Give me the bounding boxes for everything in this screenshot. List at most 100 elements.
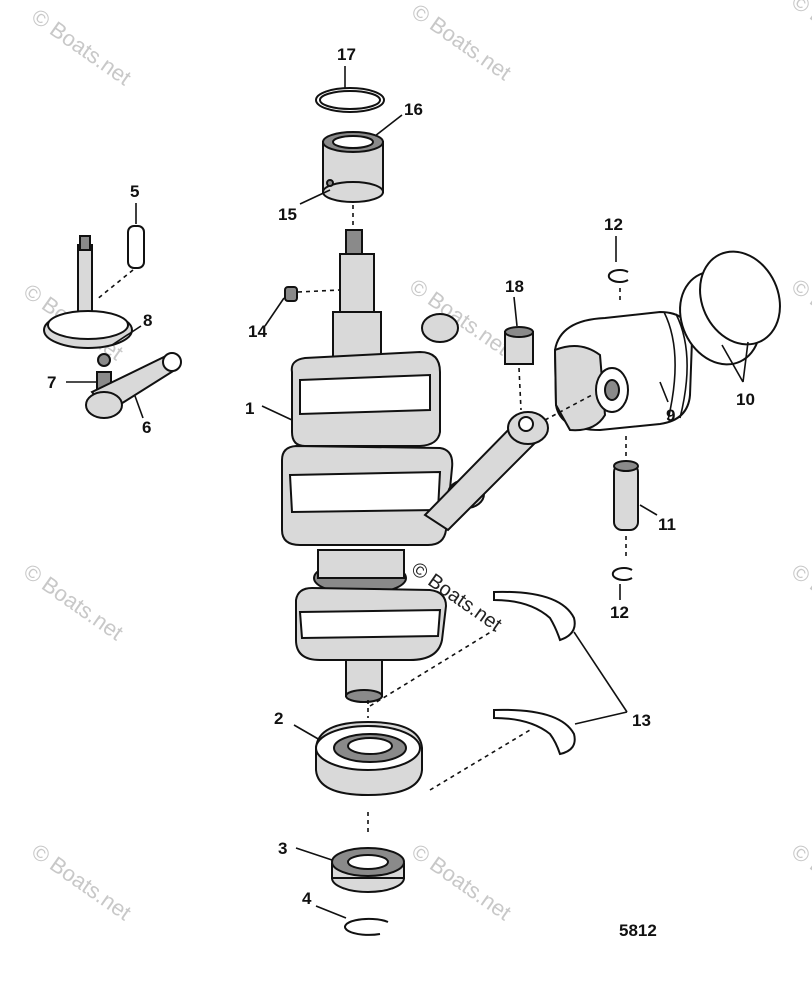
callout-13[interactable]: 13	[632, 711, 651, 730]
thrust-washer-upper-part	[493, 590, 576, 642]
sleeve-bottom-part	[322, 181, 384, 203]
o-ring-inner-part	[319, 90, 381, 110]
watermark: © Boats.net	[787, 274, 812, 361]
watermark: © Boats.net	[787, 0, 812, 75]
inset-rod-big-end-part	[85, 391, 123, 419]
leader-line	[264, 297, 285, 327]
shaft-lower-end-part	[345, 689, 383, 703]
leader-line	[315, 905, 347, 919]
leader-lines	[66, 66, 749, 919]
callout-8[interactable]: 8	[143, 311, 152, 330]
callout-14[interactable]: 14	[248, 322, 267, 341]
bearing-lower-band-part	[317, 549, 405, 579]
callout-2[interactable]: 2	[274, 709, 283, 728]
leader-line	[261, 405, 293, 421]
seal-bore-part	[347, 854, 389, 870]
crankshaft-part	[281, 229, 485, 703]
watermark: © Boats.net	[27, 4, 136, 91]
callout-7[interactable]: 7	[47, 373, 56, 392]
callout-5[interactable]: 5	[130, 182, 139, 201]
retaining-clips-part	[607, 269, 633, 581]
leader-line	[299, 189, 331, 205]
shaft-tip-part	[345, 229, 363, 255]
ball-bearing-part	[315, 700, 423, 832]
retaining-clip-upper-part	[607, 269, 629, 283]
sleeve-hole-part	[326, 179, 334, 187]
snap-ring-part	[344, 917, 389, 936]
piston-rings-part	[679, 250, 781, 366]
leader-line	[574, 711, 628, 725]
crank-web-lower-face-part	[298, 608, 442, 640]
callout-17[interactable]: 17	[337, 45, 356, 64]
shaft-upper-part	[339, 253, 375, 315]
watermark: © Boats.net	[787, 839, 812, 926]
watermark: © Boats.net	[405, 274, 514, 361]
callout-15[interactable]: 15	[278, 205, 297, 224]
thrust-washers-part	[369, 590, 576, 791]
axis-dashed	[518, 367, 522, 411]
inset-shaft-tip-part	[79, 235, 91, 251]
axis-dashed	[429, 729, 531, 791]
top-bearing-stack	[315, 87, 385, 228]
watermark: © Boats.net	[407, 839, 516, 926]
callout-10[interactable]: 10	[736, 390, 755, 409]
axis-dashed	[369, 629, 495, 707]
callout-16[interactable]: 16	[404, 100, 423, 119]
seal-part	[331, 847, 405, 893]
callout-3[interactable]: 3	[278, 839, 287, 858]
piston-pin-hole-part	[604, 379, 620, 401]
crankpin-upper-part	[421, 313, 459, 343]
piston-ring-part	[699, 250, 781, 346]
watermark: © Boats.net	[27, 839, 136, 926]
watermark: © Boats.net	[407, 0, 516, 85]
connecting-rod-part	[423, 411, 549, 532]
leader-line	[513, 296, 518, 327]
piston-ring-groove	[675, 313, 688, 419]
watermark: © Boats.net	[787, 559, 812, 646]
leader-line	[742, 341, 749, 383]
leader-line	[721, 344, 744, 383]
leader-line	[134, 395, 144, 419]
piston-pin-part	[613, 436, 639, 560]
bearing-inner-part	[347, 737, 393, 755]
callout-1[interactable]: 1	[245, 399, 254, 418]
sleeve-bore-part	[332, 135, 374, 149]
crank-web-middle-face-part	[288, 470, 442, 514]
leader-line	[374, 114, 403, 137]
retaining-clip-lower-part	[611, 567, 633, 581]
piston-ring-groove	[663, 311, 676, 421]
leader-line	[639, 504, 658, 516]
callout-6[interactable]: 6	[142, 418, 151, 437]
rod-small-end-bore-part	[518, 416, 534, 432]
needle-bearing-top-part	[504, 326, 534, 338]
inset-rod-small-end-part	[162, 352, 182, 372]
thrust-washer-lower-part	[493, 708, 576, 756]
axis-dashed	[544, 394, 593, 421]
callouts: 17 16 15 5 8 7 6 14 1 18 12 9 10 11 12 1…	[47, 45, 755, 908]
callout-9[interactable]: 9	[666, 406, 675, 425]
piston-pin-end-part	[613, 460, 639, 472]
figure-number: 5812	[619, 921, 657, 940]
axis-dashed	[297, 289, 341, 293]
inset-crankpin-part	[97, 353, 111, 367]
leader-line	[111, 325, 142, 346]
key-part	[284, 286, 298, 302]
leader-line	[293, 724, 321, 741]
callout-4[interactable]: 4	[302, 889, 312, 908]
leader-line	[659, 381, 669, 403]
callout-18[interactable]: 18	[505, 277, 524, 296]
leader-line	[295, 847, 333, 861]
inset-crank-assembly	[43, 225, 182, 419]
inset-crank-web-face-part	[47, 310, 129, 340]
piston-part	[544, 310, 694, 432]
callout-12-top[interactable]: 12	[604, 215, 623, 234]
piston-pin-body-part	[613, 463, 639, 531]
watermark: © Boats.net	[19, 559, 128, 646]
crank-web-upper-face-part	[299, 373, 431, 416]
piston-cutout-part	[553, 345, 607, 432]
callout-12-bottom[interactable]: 12	[610, 603, 629, 622]
needle-bearing-part	[504, 326, 534, 411]
callout-11[interactable]: 11	[658, 515, 676, 534]
leader-dashed	[95, 269, 134, 301]
